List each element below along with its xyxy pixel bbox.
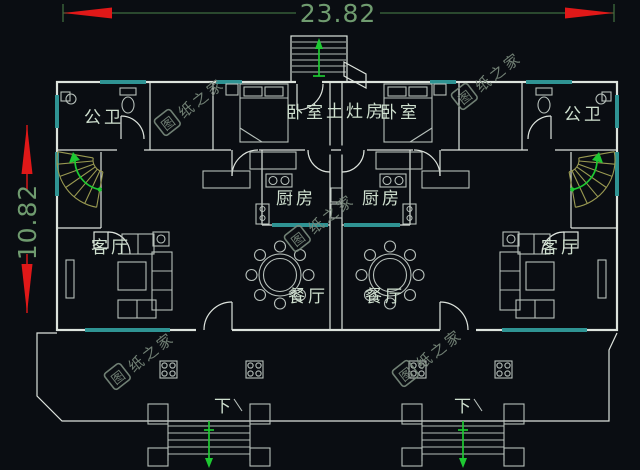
label-bedroom-right: 卧室 [380,103,420,123]
entry-steps-left [147,403,271,468]
flue-shafts [330,187,343,219]
watermark-text: 纸之家 [125,328,179,375]
dim-arrow-up [21,125,33,174]
sofa-set-right [499,231,607,319]
label-living-right: 客厅 [541,238,581,258]
wardrobe-left [202,151,297,189]
room-labels: 公卫 公卫 卧室 卧室 土灶房 厨房 厨房 客厅 客厅 餐厅 餐厅 下 下 [84,102,604,417]
top-dimension: 23.82 [62,0,615,28]
center-staircase [290,35,348,83]
bed-left [225,83,289,143]
dim-arrow-left [63,7,112,19]
label-kitchen-left: 厨房 [276,189,316,209]
dim-arrow-right [565,7,614,19]
doors [107,83,565,331]
watermark-4: 图 纸之家 [103,328,179,391]
wardrobe-right [375,151,470,189]
dim-arrow-down [21,264,33,313]
watermark-text: 纸之家 [413,325,467,372]
windows [55,80,619,332]
watermark-text: 纸之家 [472,48,526,95]
entry-steps-right [401,403,525,468]
column-symbol-1 [159,360,178,379]
sofa-set-left [65,231,173,319]
column-symbol-2 [245,360,264,379]
dining-table-left [245,240,315,310]
label-bath-left: 公卫 [84,108,124,128]
label-dining-right: 餐厅 [365,287,405,307]
label-bedroom-left: 卧室 [286,103,326,123]
toilet-right [535,87,612,114]
label-down-right: 下 [454,397,474,417]
left-dimension: 10.82 [13,125,42,313]
label-living-left: 客厅 [91,238,131,258]
kitchen-right-fixtures [379,173,417,225]
watermark-2: 图 纸之家 [450,48,526,111]
kitchen-left-fixtures [255,173,293,225]
dim-width-label: 23.82 [300,0,377,28]
label-down-left: 下 [214,397,234,417]
dining-table-right [355,240,425,310]
label-kitchen-right: 厨房 [362,189,402,209]
dim-height-label: 10.82 [13,184,42,261]
bed-right [383,83,447,143]
spiral-stair-right [568,151,616,208]
column-symbol-4 [494,360,513,379]
label-bath-right: 公卫 [564,105,604,125]
spiral-stair-left [56,151,104,208]
porch [36,332,618,422]
watermark-5: 图 纸之家 [391,325,467,388]
label-dining-left: 餐厅 [288,287,328,307]
walls [55,35,619,334]
toilet-left [60,87,137,114]
label-stove-room: 土灶房 [326,102,386,122]
chimney-flue [343,60,367,90]
